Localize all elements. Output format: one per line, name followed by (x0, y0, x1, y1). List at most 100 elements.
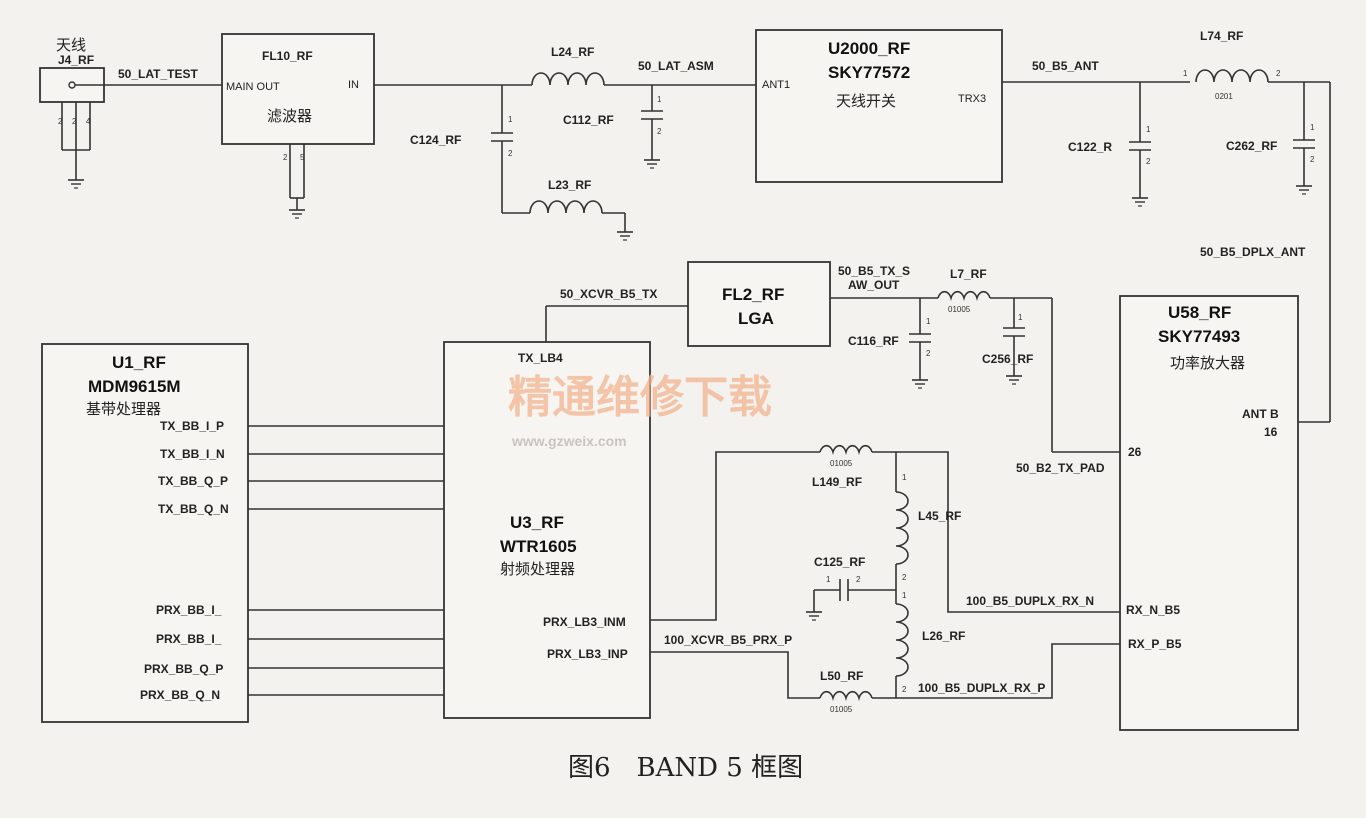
capacitor-c116[interactable] (909, 298, 931, 389)
fl10-desc: 滤波器 (267, 107, 312, 125)
net-b5-ant: 50_B5_ANT (1032, 59, 1099, 73)
u2000-part: SKY77572 (828, 63, 910, 82)
l149-size: 01005 (830, 459, 853, 468)
power-amplifier-u58[interactable] (1119, 295, 1299, 731)
c125-ref: C125_RF (814, 555, 865, 569)
l50-size: 01005 (830, 705, 853, 714)
l45-pin-1: 1 (902, 473, 907, 482)
l74-pin-1: 1 (1183, 69, 1188, 78)
u58-pin-26: 26 (1128, 445, 1142, 459)
u1-pin-prx-ip: PRX_BB_I_ (156, 603, 222, 617)
c262-pin-1: 1 (1310, 123, 1315, 132)
u58-pin-rx-p: RX_P_B5 (1128, 637, 1182, 651)
l26-pin-2: 2 (902, 685, 907, 694)
u1-pin-prx-qn: PRX_BB_Q_N (140, 688, 220, 702)
inductor-l45[interactable] (895, 491, 909, 565)
fl10-pin-2: 2 (283, 153, 288, 162)
c124-pin-1: 1 (508, 115, 513, 124)
u2000-pin-trx3: TRX3 (958, 93, 986, 105)
filter-fl10[interactable] (221, 33, 375, 219)
l24-ref: L24_RF (551, 45, 594, 59)
inductor-l24[interactable] (531, 72, 605, 86)
net-dupx-rx-p: 100_B5_DUPLX_RX_P (918, 681, 1045, 695)
l45-ref: L45_RF (918, 509, 961, 523)
u1-desc: 基带处理器 (86, 400, 161, 418)
c124-pin-2: 2 (508, 149, 513, 158)
u58-pin-ant-b: ANT B (1242, 407, 1279, 421)
inductor-l26[interactable] (895, 603, 909, 677)
antenna-pin-4: 4 (86, 117, 91, 126)
inductor-l7[interactable] (937, 290, 991, 301)
l23-ref: L23_RF (548, 178, 591, 192)
fl10-pin-in: IN (348, 79, 359, 91)
c122-pin-2: 2 (1146, 157, 1151, 166)
saw-filter-fl2[interactable] (687, 261, 831, 347)
antenna-connector[interactable] (39, 67, 105, 189)
u1-pin-prx-in: PRX_BB_I_ (156, 632, 222, 646)
c125-pin-2: 2 (856, 575, 861, 584)
inductor-l50[interactable] (819, 690, 873, 701)
u58-ref: U58_RF (1168, 303, 1231, 322)
net-dupx-rx-n: 100_B5_DUPLX_RX_N (966, 594, 1094, 608)
antenna-switch-u2000[interactable] (755, 29, 1003, 183)
figure-caption: 图6 BAND 5 框图 (568, 753, 803, 783)
u2000-desc: 天线开关 (836, 92, 896, 110)
watermark-url: www.gzweix.com (511, 433, 627, 449)
fl10-ref: FL10_RF (262, 49, 313, 63)
c112-pin-1: 1 (657, 95, 662, 104)
inductor-l74[interactable] (1195, 69, 1269, 83)
inductor-l23[interactable] (529, 200, 634, 241)
capacitor-c262[interactable] (1293, 82, 1315, 195)
c262-pin-2: 2 (1310, 155, 1315, 164)
capacitor-c256[interactable] (1003, 298, 1025, 385)
u3-pin-tx-lb4: TX_LB4 (518, 351, 563, 365)
l26-ref: L26_RF (922, 629, 965, 643)
c112-pin-2: 2 (657, 127, 662, 136)
l50-ref: L50_RF (820, 669, 863, 683)
u3-part: WTR1605 (500, 537, 577, 556)
capacitor-c124[interactable] (491, 85, 530, 214)
c256-ref: C256_RF (982, 352, 1033, 366)
u1-pin-prx-qp: PRX_BB_Q_P (144, 662, 223, 676)
net-saw-out-2: AW_OUT (848, 278, 900, 292)
u1-pin-tx-qn: TX_BB_Q_N (158, 502, 229, 516)
capacitor-c125[interactable] (805, 579, 896, 621)
l45-pin-2: 2 (902, 573, 907, 582)
c256-pin-1: 1 (1018, 313, 1023, 322)
u3-pin-inm: PRX_LB3_INM (543, 615, 626, 629)
antenna-ref: J4_RF (58, 53, 94, 67)
u1-part: MDM9615M (88, 377, 181, 396)
c122-pin-1: 1 (1146, 125, 1151, 134)
c125-pin-1: 1 (826, 575, 831, 584)
transceiver-u3[interactable] (443, 341, 651, 719)
l7-ref: L7_RF (950, 267, 987, 281)
u1-pin-tx-in: TX_BB_I_N (160, 447, 225, 461)
fl2-ref: FL2_RF (722, 285, 784, 304)
u58-pin-rx-n: RX_N_B5 (1126, 603, 1180, 617)
net-saw-out-1: 50_B5_TX_S (838, 264, 910, 278)
l74-ref: L74_RF (1200, 29, 1243, 43)
capacitor-c112[interactable] (641, 85, 663, 169)
net-b2-tx-pad: 50_B2_TX_PAD (1016, 461, 1105, 475)
u3-ref: U3_RF (510, 513, 564, 532)
c116-pin-1: 1 (926, 317, 931, 326)
net-lat-asm: 50_LAT_ASM (638, 59, 714, 73)
net-xcvr-prx-p: 100_XCVR_B5_PRX_P (664, 633, 792, 647)
inductor-l149[interactable] (819, 444, 873, 455)
fl2-part: LGA (738, 309, 774, 328)
net-dplx-ant: 50_B5_DPLX_ANT (1200, 245, 1306, 259)
antenna-pin-3: 2 (72, 117, 77, 126)
u58-pin-16: 16 (1264, 425, 1278, 439)
u3-pin-inp: PRX_LB3_INP (547, 647, 628, 661)
baseband-u1[interactable] (41, 343, 249, 723)
l7-size: 01005 (948, 305, 971, 314)
u2000-ref: U2000_RF (828, 39, 910, 58)
antenna-pin-2: 2 (58, 117, 63, 126)
u1-pin-tx-qp: TX_BB_Q_P (158, 474, 228, 488)
antenna-label: 天线 (56, 36, 86, 54)
c112-ref: C112_RF (563, 113, 614, 127)
fl10-pin-main-out: MAIN OUT (226, 81, 280, 93)
capacitor-c122[interactable] (1129, 82, 1151, 207)
watermark-text: 精通维修下载 (508, 372, 772, 423)
